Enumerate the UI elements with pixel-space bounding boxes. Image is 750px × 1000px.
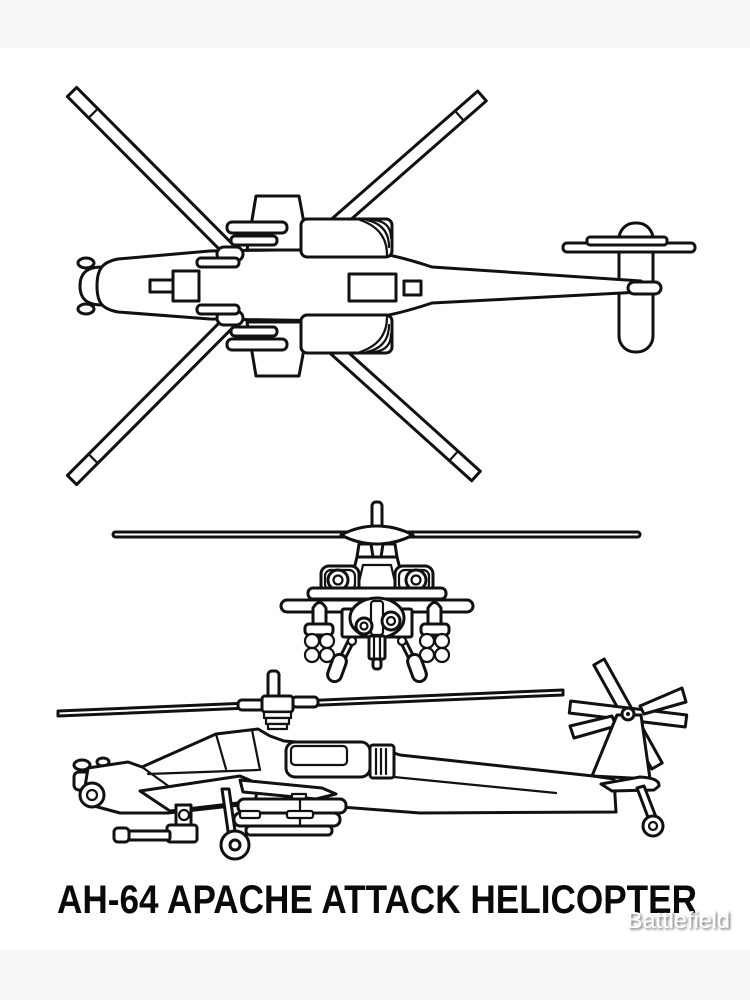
tail-cap-top	[626, 280, 663, 296]
top-view-drawing	[65, 85, 697, 487]
pylons-front	[303, 601, 451, 664]
canopy-side	[140, 728, 262, 808]
bottom-band	[0, 950, 750, 1000]
side-view-drawing	[56, 657, 689, 861]
rotor-hub-front	[339, 500, 415, 559]
engine-side	[284, 740, 558, 795]
tail-wheel-side	[599, 775, 665, 838]
watermark: Battlefield	[627, 907, 730, 933]
top-band	[0, 0, 750, 48]
landing-gear-front	[326, 635, 428, 684]
front-view-drawing	[111, 500, 642, 684]
sensor-dome-front	[348, 596, 406, 640]
belly-details-side	[238, 809, 315, 820]
fuselage-details-top	[148, 269, 423, 303]
wings-top	[195, 194, 311, 378]
engines-top	[299, 217, 394, 355]
gun-front	[367, 634, 387, 671]
page-title: AH-64 APACHE ATTACK HELICOPTER	[57, 878, 697, 922]
rotor-mast-side	[260, 669, 295, 731]
landing-gear-side	[219, 787, 251, 861]
gun-side	[112, 803, 199, 844]
